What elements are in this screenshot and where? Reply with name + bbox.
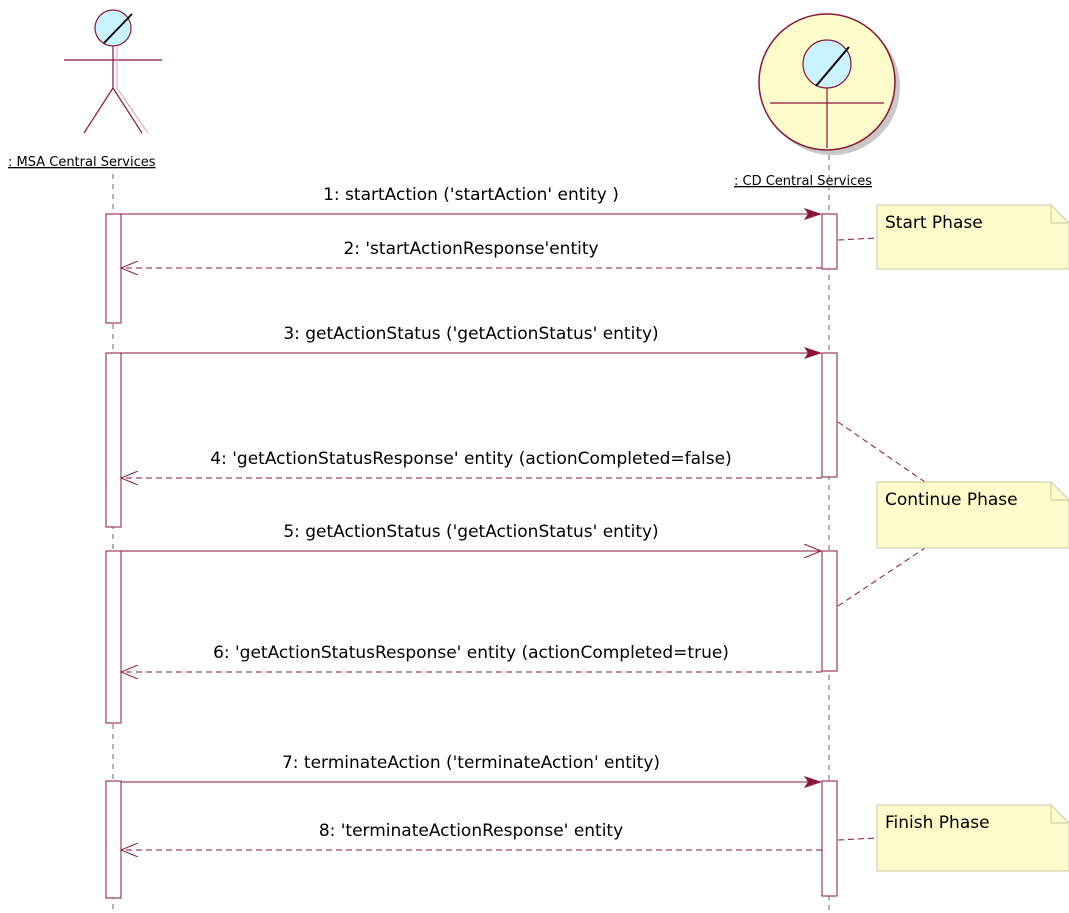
activation-msa-3 — [105, 550, 122, 724]
note-finish-connector — [837, 837, 878, 841]
note-continue-connector-bottom — [837, 547, 926, 607]
activation-msa-4 — [105, 780, 122, 899]
activation-cd-1 — [821, 213, 838, 270]
note-start-text: Start Phase — [885, 213, 983, 233]
activation-msa-1 — [105, 213, 122, 324]
note-start-connector — [837, 237, 878, 241]
actor-msa-name: : MSA Central Services — [8, 155, 156, 170]
message-8-label: 8: 'terminateActionResponse' entity — [319, 821, 623, 841]
note-finish: Finish Phase — [876, 804, 1069, 872]
message-6-label: 6: 'getActionStatusResponse' entity (act… — [213, 643, 729, 663]
note-finish-text: Finish Phase — [885, 813, 990, 833]
message-3-label: 3: getActionStatus ('getActionStatus' en… — [283, 324, 658, 344]
note-continue-connector-top — [837, 421, 926, 483]
activation-msa-2 — [105, 352, 122, 528]
message-5-label: 5: getActionStatus ('getActionStatus' en… — [283, 522, 658, 542]
activation-cd-4 — [821, 780, 838, 897]
message-4-label: 4: 'getActionStatusResponse' entity (act… — [210, 449, 731, 469]
message-2-label: 2: 'startActionResponse'entity — [343, 239, 598, 259]
note-continue-text: Continue Phase — [885, 490, 1018, 510]
activation-cd-2 — [821, 352, 838, 478]
actor-cd-name: : CD Central Services — [734, 174, 872, 189]
activation-cd-3 — [821, 550, 838, 672]
note-continue: Continue Phase — [876, 481, 1069, 549]
message-7-label: 7: terminateAction ('terminateAction' en… — [282, 753, 660, 773]
actor-msa-icon — [64, 9, 162, 134]
note-start: Start Phase — [876, 204, 1069, 270]
message-1-label: 1: startAction ('startAction' entity ) — [323, 185, 619, 205]
actor-cd-icon — [758, 13, 900, 155]
